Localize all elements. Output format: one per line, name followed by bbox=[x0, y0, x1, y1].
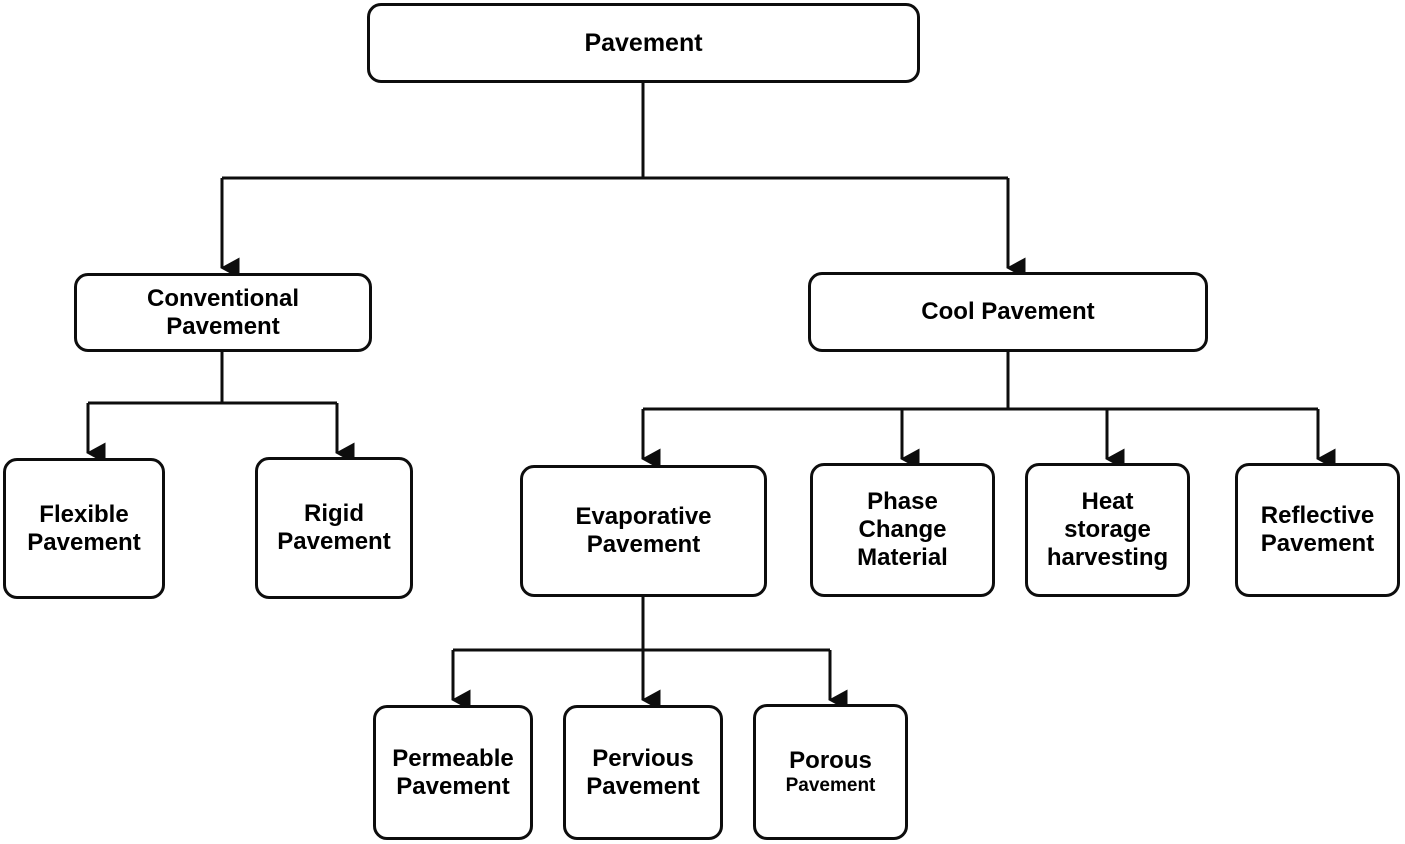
node-heat-storage-harvesting-label-line-1: Heat bbox=[1081, 488, 1134, 516]
node-cool-pavement[interactable]: Cool Pavement bbox=[808, 272, 1208, 352]
node-evaporative-pavement-label-line-1: Evaporative bbox=[575, 503, 712, 531]
node-porous-pavement-label-line-1: Porous bbox=[789, 747, 872, 775]
node-permeable-pavement-label-line-1: Permeable bbox=[392, 744, 514, 772]
node-heat-storage-harvesting-label-line-2: storage bbox=[1064, 516, 1151, 544]
node-permeable-pavement-label-line-2: Pavement bbox=[396, 772, 510, 800]
node-reflective-pavement-label-line-2: Pavement bbox=[1260, 530, 1375, 557]
node-pervious-pavement[interactable]: Pervious Pavement bbox=[563, 705, 723, 840]
node-evaporative-pavement[interactable]: Evaporative Pavement bbox=[520, 465, 767, 597]
node-phase-change-material-label-line-3: Material bbox=[857, 543, 948, 571]
node-phase-change-material-label-line-1: Phase bbox=[867, 488, 938, 516]
node-flexible-pavement-label-line-2: Pavement bbox=[27, 528, 141, 556]
node-porous-pavement[interactable]: Porous Pavement bbox=[753, 704, 908, 840]
node-flexible-pavement[interactable]: Flexible Pavement bbox=[3, 458, 165, 599]
node-pavement-label: Pavement bbox=[584, 28, 703, 57]
node-phase-change-material-label-line-2: Change bbox=[858, 516, 947, 544]
node-pervious-pavement-label-line-1: Pervious bbox=[592, 744, 694, 772]
node-conventional-pavement-label-line-2: Pavement bbox=[166, 312, 280, 340]
node-rigid-pavement[interactable]: Rigid Pavement bbox=[255, 457, 413, 599]
node-flexible-pavement-label-line-1: Flexible bbox=[39, 500, 129, 528]
node-conventional-pavement-label-line-1: Conventional bbox=[146, 284, 299, 312]
node-reflective-pavement[interactable]: Reflective Pavement bbox=[1235, 463, 1400, 597]
node-cool-pavement-label: Cool Pavement bbox=[921, 298, 1095, 326]
node-heat-storage-harvesting[interactable]: Heat storage harvesting bbox=[1025, 463, 1190, 597]
node-heat-storage-harvesting-label-line-3: harvesting bbox=[1046, 543, 1169, 571]
node-porous-pavement-label-line-2: Pavement bbox=[785, 774, 876, 796]
node-evaporative-pavement-label-line-2: Pavement bbox=[586, 531, 701, 558]
node-pavement[interactable]: Pavement bbox=[367, 3, 920, 83]
node-rigid-pavement-label-line-1: Rigid bbox=[303, 500, 364, 528]
node-permeable-pavement[interactable]: Permeable Pavement bbox=[373, 705, 533, 840]
node-reflective-pavement-label-line-1: Reflective bbox=[1260, 502, 1375, 530]
node-rigid-pavement-label-line-2: Pavement bbox=[277, 528, 391, 555]
node-phase-change-material[interactable]: Phase Change Material bbox=[810, 463, 995, 597]
node-pervious-pavement-label-line-2: Pavement bbox=[586, 772, 700, 800]
node-conventional-pavement[interactable]: Conventional Pavement bbox=[74, 273, 372, 352]
